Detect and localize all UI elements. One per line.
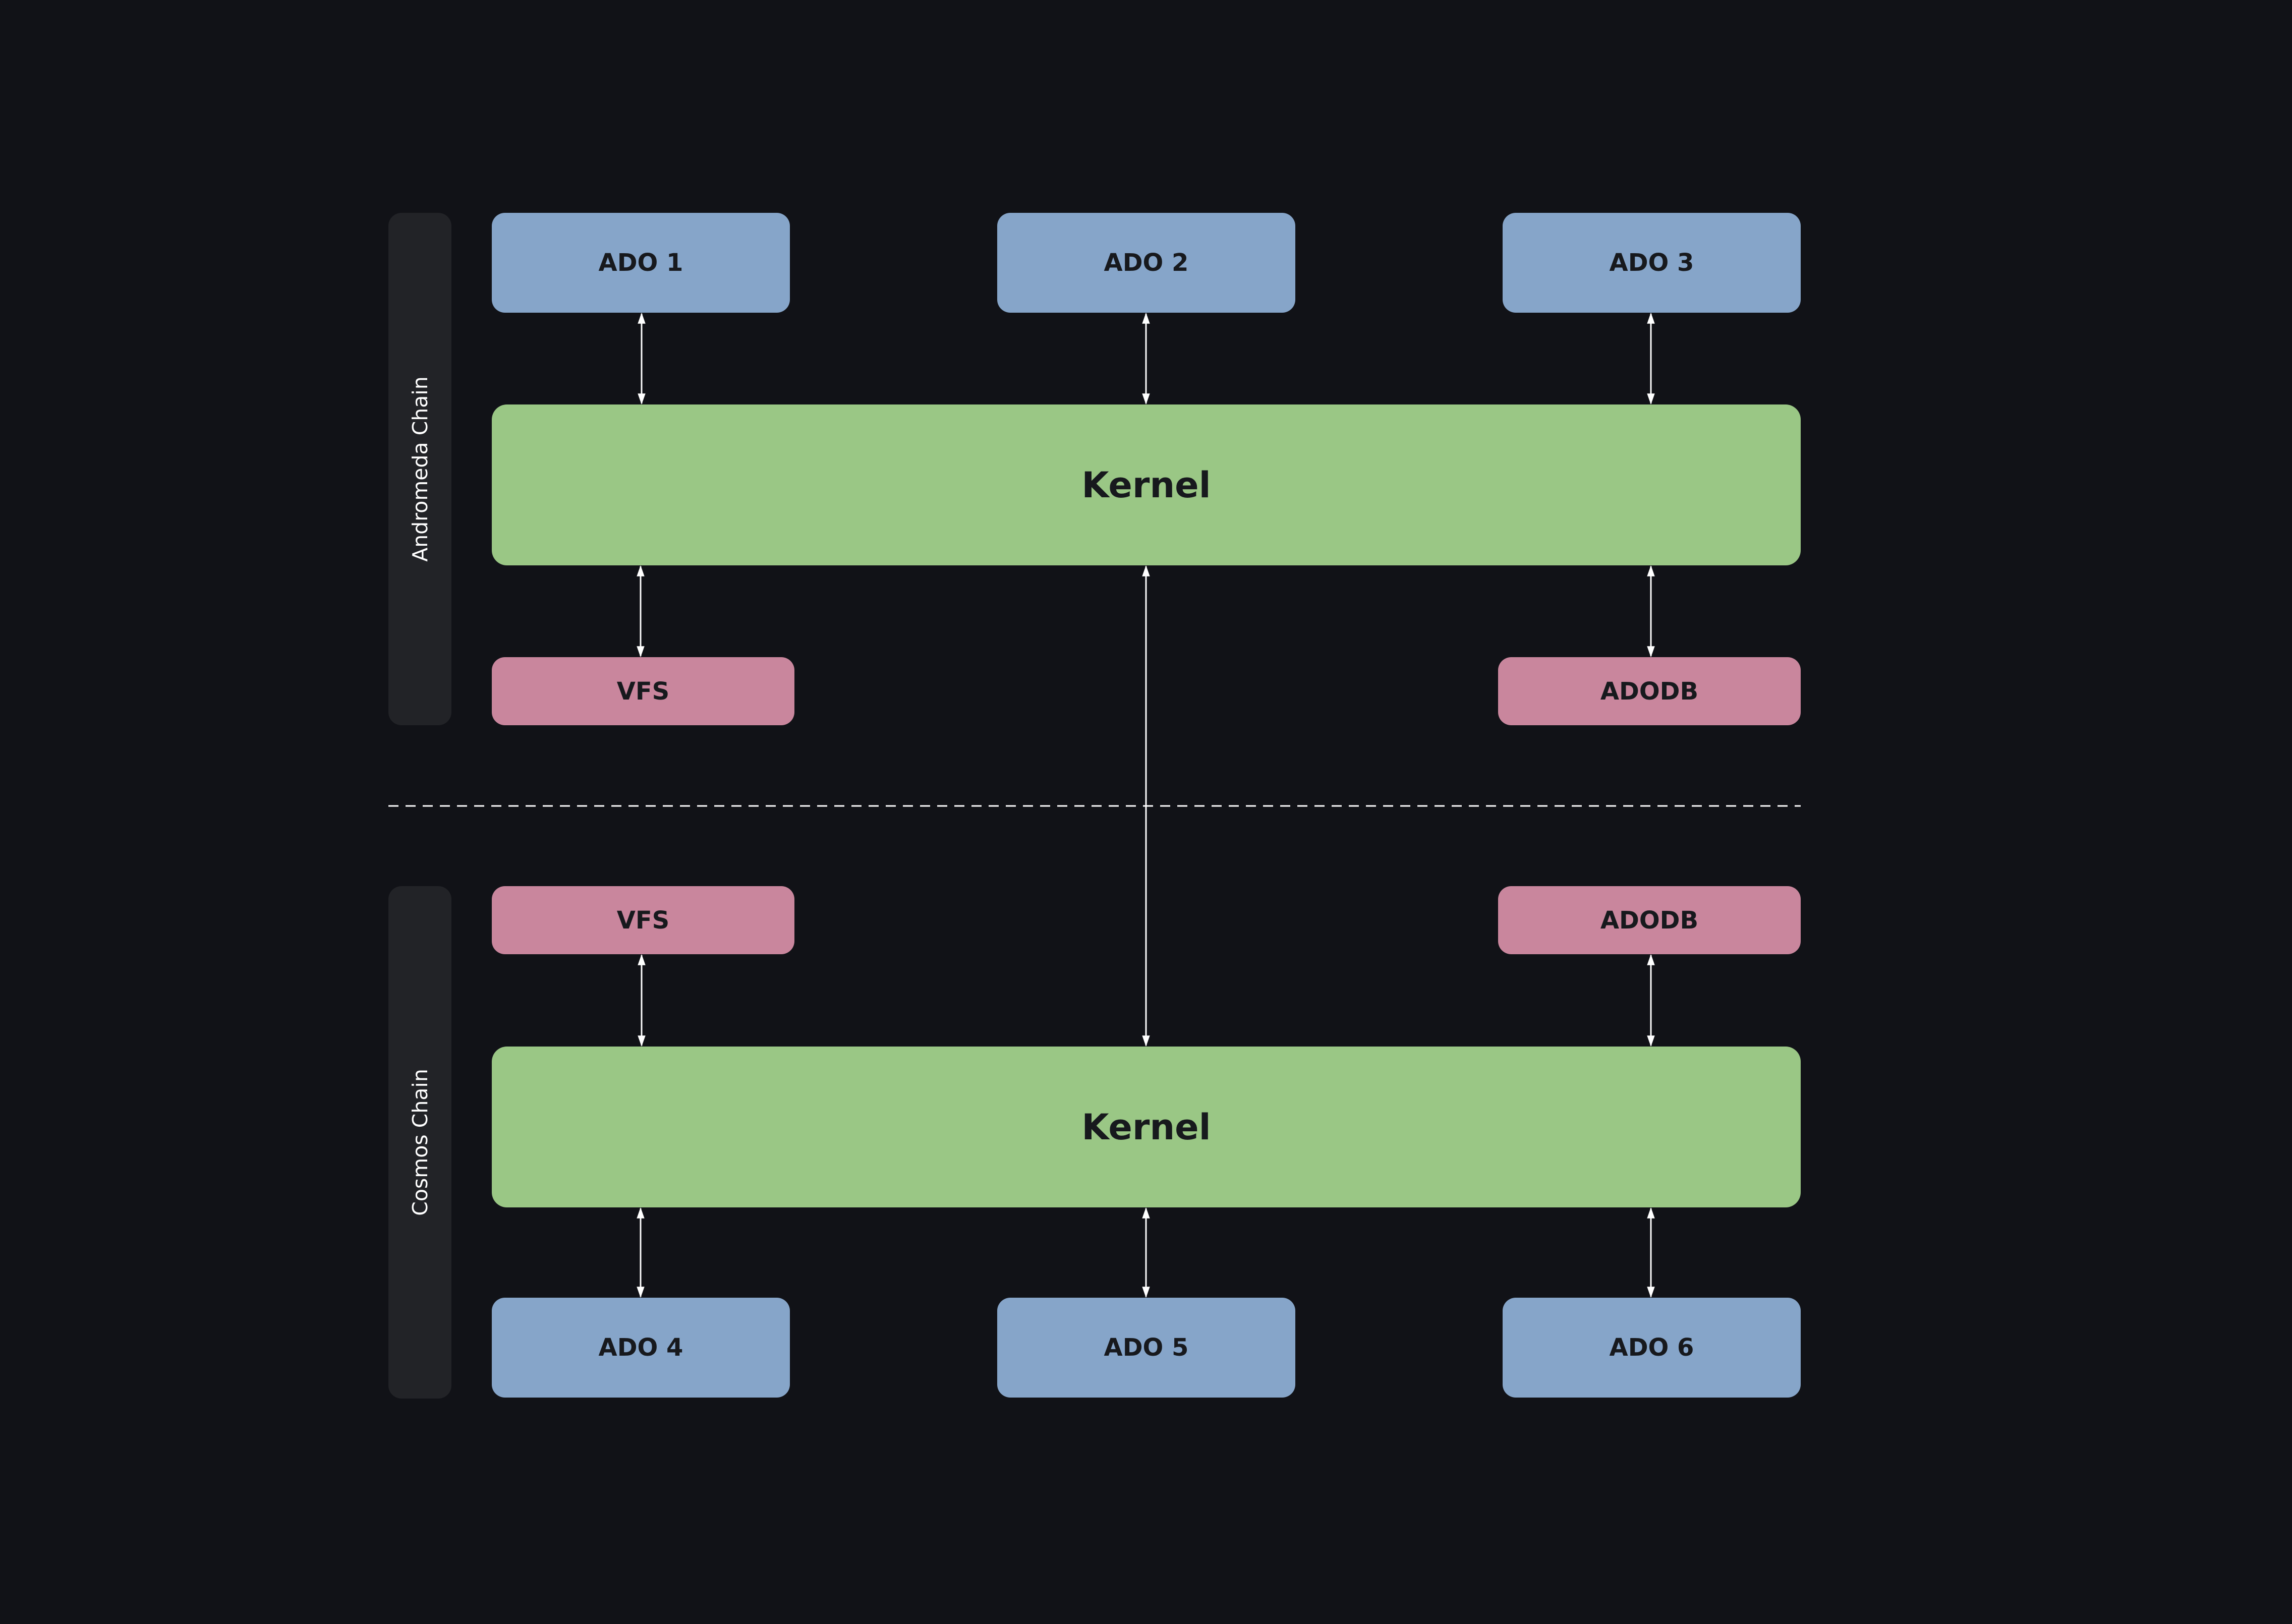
cosmos-chain-lane: Cosmos Chain [388,886,451,1399]
cosmos-vfs-box: VFS [492,886,794,954]
andromeda-vfs-box: VFS [492,657,794,725]
cosmos-adodb-box: ADODB [1498,886,1801,954]
andromeda-kernel-box: Kernel [492,404,1801,565]
ado-3-box: ADO 3 [1503,213,1801,313]
ado-5-box: ADO 5 [997,1298,1295,1398]
cosmos-kernel-box: Kernel [492,1047,1801,1207]
ado-4-box: ADO 4 [492,1298,790,1398]
ado-1-box: ADO 1 [492,213,790,313]
andromeda-chain-lane: Andromeda Chain [388,213,451,725]
ado-6-box: ADO 6 [1503,1298,1801,1398]
ado-2-box: ADO 2 [997,213,1295,313]
andromeda-adodb-box: ADODB [1498,657,1801,725]
